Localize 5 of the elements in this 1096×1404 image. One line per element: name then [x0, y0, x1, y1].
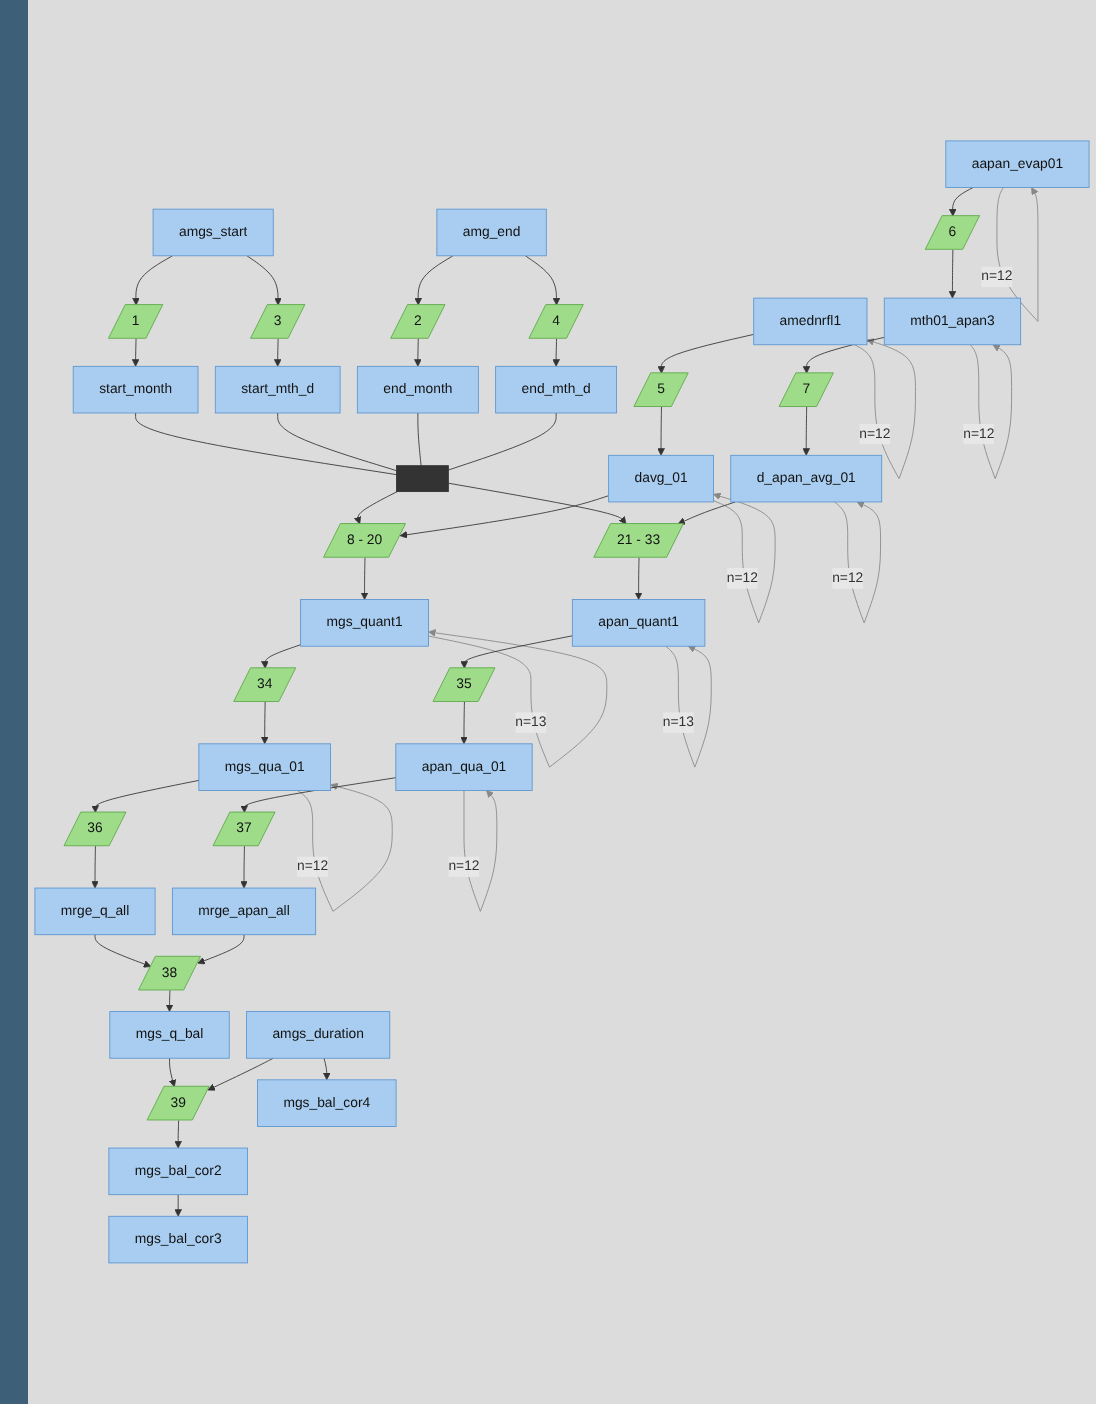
connector: [417, 412, 422, 467]
connector: [135, 412, 397, 476]
node-bar: [396, 465, 449, 493]
connector: [277, 412, 397, 472]
connector: [447, 412, 557, 471]
